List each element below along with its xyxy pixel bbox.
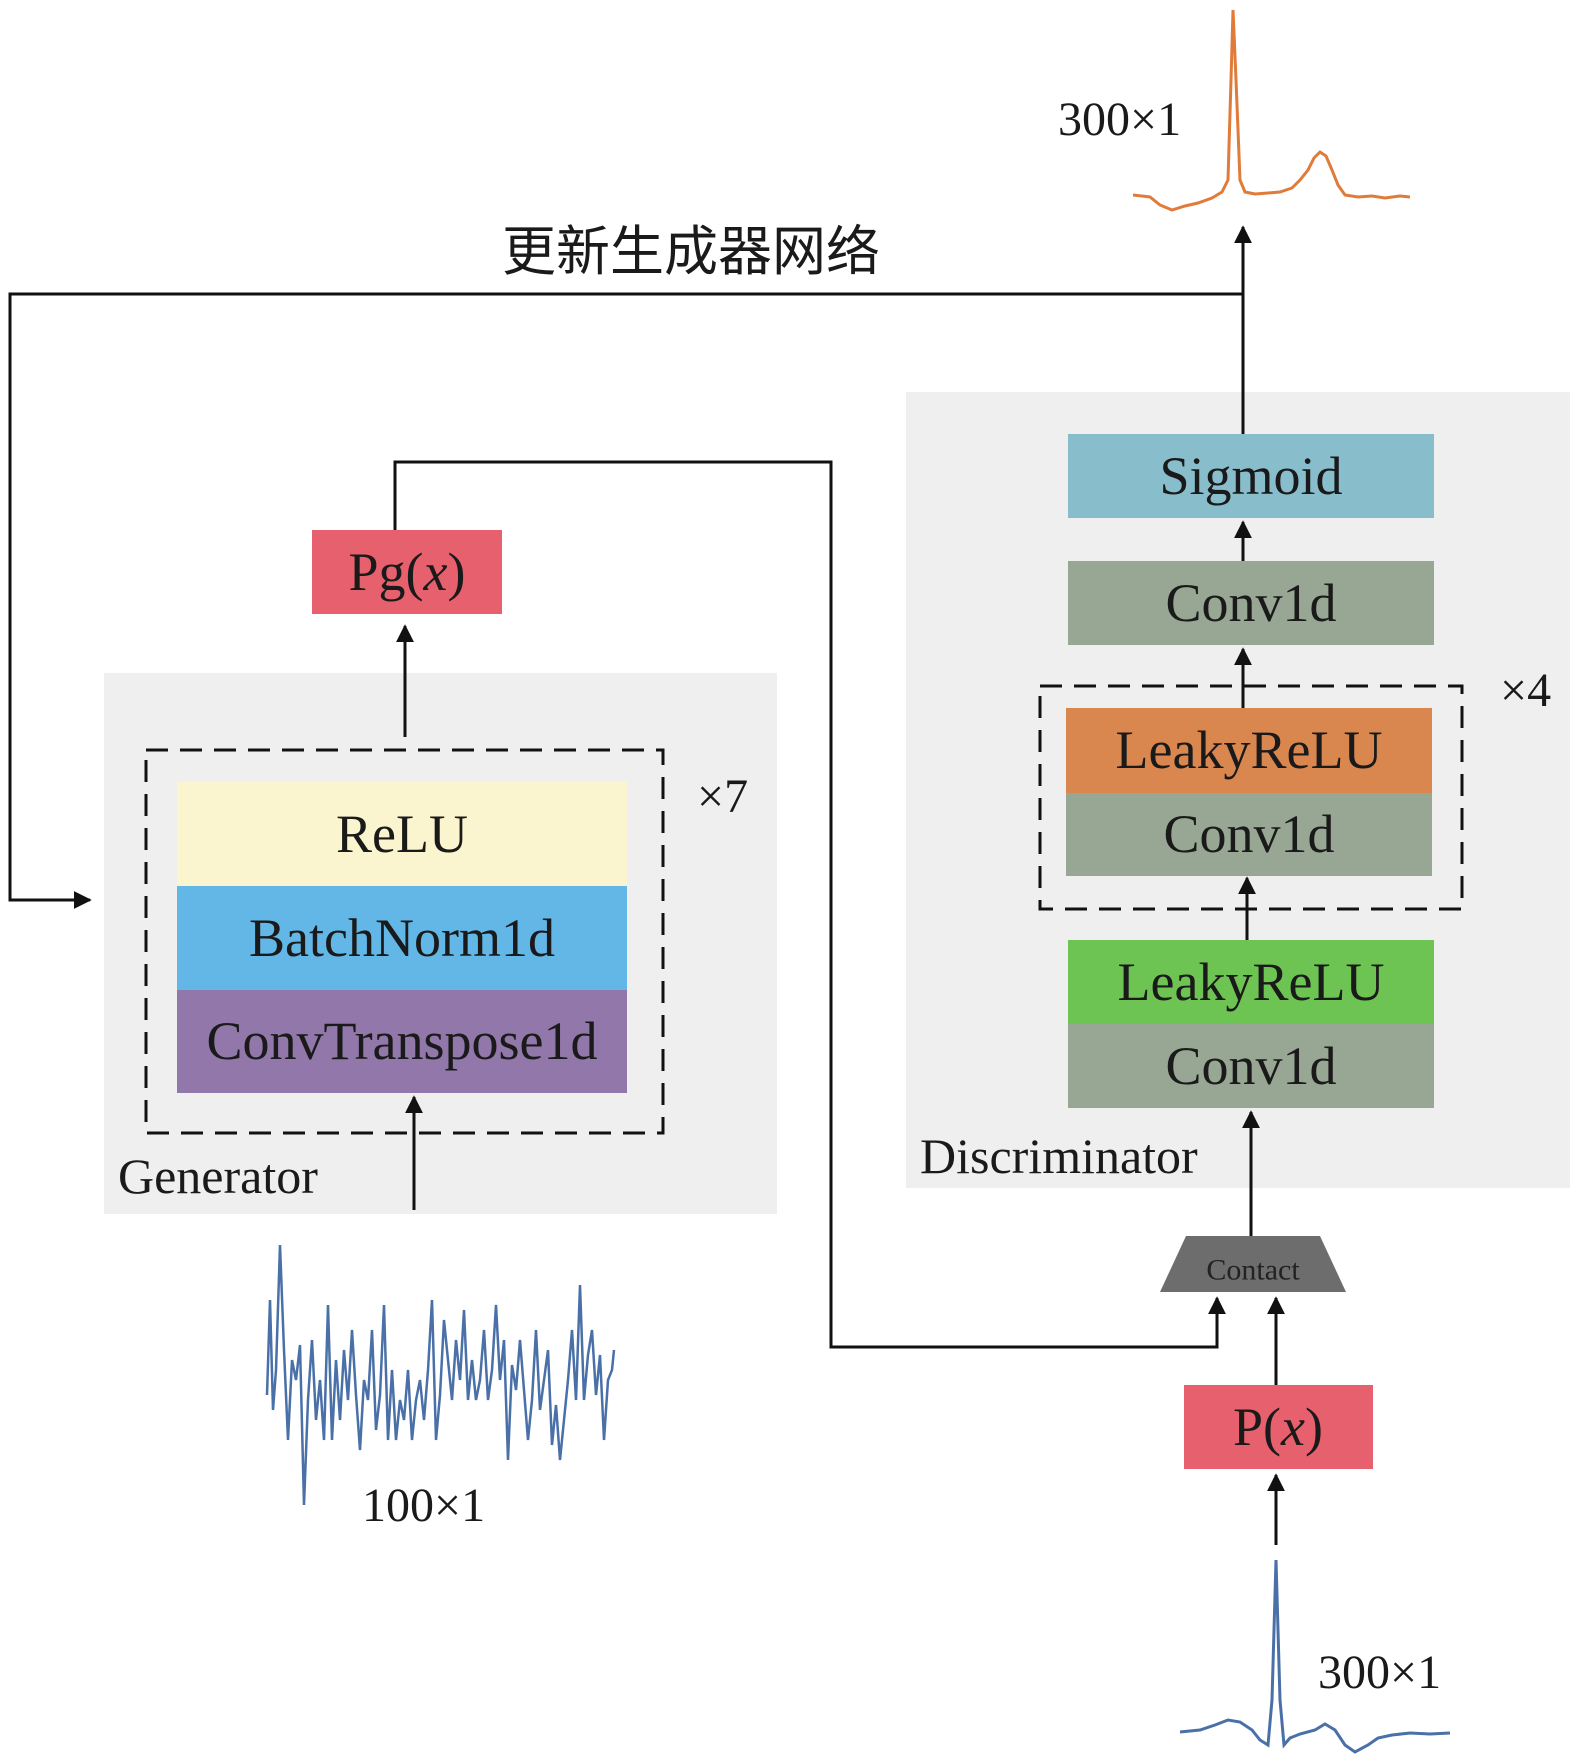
conv1d-top-block — [1068, 561, 1434, 645]
noise-wave — [265, 1244, 616, 1506]
sigmoid-label: Sigmoid — [1159, 446, 1342, 506]
batchnorm-label: BatchNorm1d — [249, 908, 555, 968]
conv1d-top-label: Conv1d — [1165, 573, 1336, 633]
real-ecg-wave — [1179, 1559, 1451, 1754]
relu-label: ReLU — [336, 804, 468, 864]
contact-block — [1160, 1236, 1346, 1292]
relu-block — [177, 782, 627, 886]
real-data-label: P(x) — [1233, 1397, 1323, 1457]
leakyrelu-first-label: LeakyReLU — [1118, 952, 1385, 1012]
output-ecg-wave — [1132, 9, 1411, 212]
real-data-block — [1184, 1385, 1373, 1469]
generated-data-label: Pg(x) — [349, 542, 466, 602]
repeat-box-x4 — [1038, 684, 1464, 911]
discriminator-panel-label: Discriminator — [920, 1128, 1198, 1184]
conv1d-repeat-label: Conv1d — [1163, 804, 1334, 864]
leakyrelu-first-block — [1068, 940, 1434, 1024]
real-dim-label: 300×1 — [1318, 1646, 1441, 1699]
sigmoid-block — [1068, 434, 1434, 518]
noise-dim-label: 100×1 — [362, 1479, 485, 1532]
conv1d-first-label: Conv1d — [1165, 1036, 1336, 1096]
leakyrelu-repeat-label: LeakyReLU — [1116, 720, 1383, 780]
generator-to-contact-line — [393, 460, 1226, 1349]
convtranspose-label: ConvTranspose1d — [206, 1011, 597, 1071]
repeat-label-x4: ×4 — [1500, 664, 1551, 717]
repeat-label-x7: ×7 — [697, 770, 748, 823]
update-generator-title: 更新生成器网络 — [502, 220, 880, 283]
conv1d-repeat-block — [1066, 793, 1432, 876]
generated-data-block — [312, 530, 502, 614]
conv1d-first-block — [1068, 1024, 1434, 1108]
generator-panel-label: Generator — [118, 1148, 318, 1204]
feedback-line — [8, 292, 1243, 909]
batchnorm-block — [177, 886, 627, 990]
convtranspose-block — [177, 990, 627, 1093]
repeat-box-x7 — [144, 748, 665, 1135]
leakyrelu-repeat-block — [1066, 708, 1432, 793]
contact-label: Contact — [1206, 1254, 1300, 1287]
output-dim-label: 300×1 — [1058, 93, 1181, 146]
